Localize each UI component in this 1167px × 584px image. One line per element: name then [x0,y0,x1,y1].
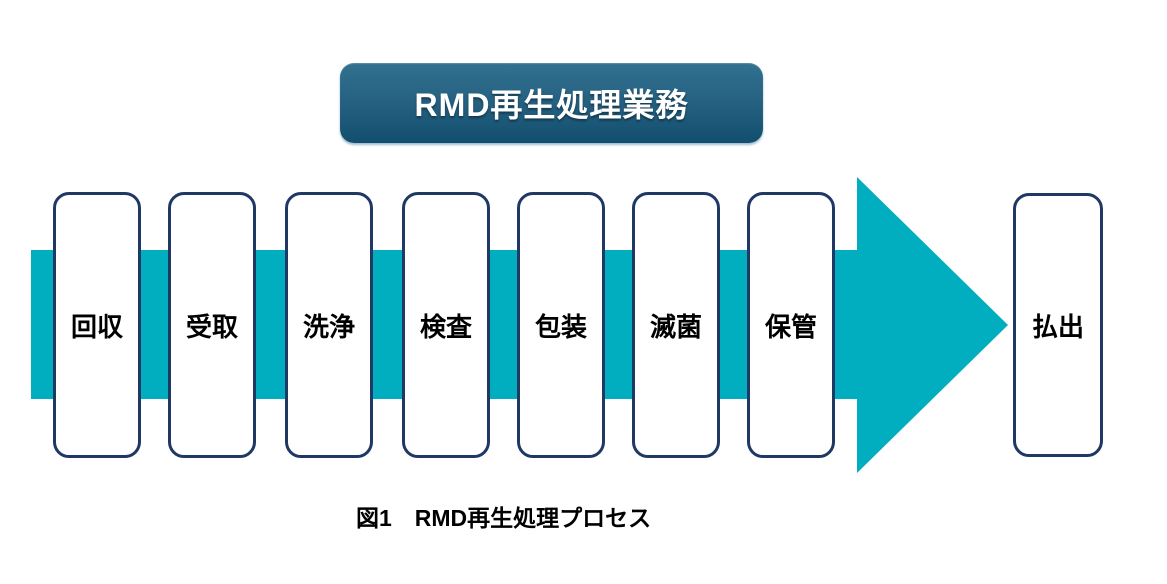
process-step-label: 包装 [534,311,587,342]
process-step-label: 洗浄 [302,311,355,342]
process-step-box: 受取 [168,192,256,458]
process-step-box: 包装 [517,192,605,458]
process-step-box: 滅菌 [632,192,720,458]
process-step-box: 洗浄 [285,192,373,458]
arrow-right-icon [857,177,1008,473]
process-step-box-final: 払出 [1013,193,1103,457]
process-step-label: 回収 [70,311,123,342]
title-banner-label: RMD再生処理業務 [414,87,689,123]
process-step-box: 検査 [402,192,490,458]
process-step-label: 受取 [185,311,238,342]
figure-caption: 図1 RMD再生処理プロセス [356,505,652,531]
process-step-box: 回収 [53,192,141,458]
process-step-box: 保管 [747,192,835,458]
process-step-label: 検査 [419,311,472,342]
process-step-label: 保管 [764,311,817,342]
process-step-label: 払出 [1031,311,1084,342]
process-step-label: 滅菌 [649,311,702,342]
title-banner: RMD再生処理業務 [340,63,763,143]
